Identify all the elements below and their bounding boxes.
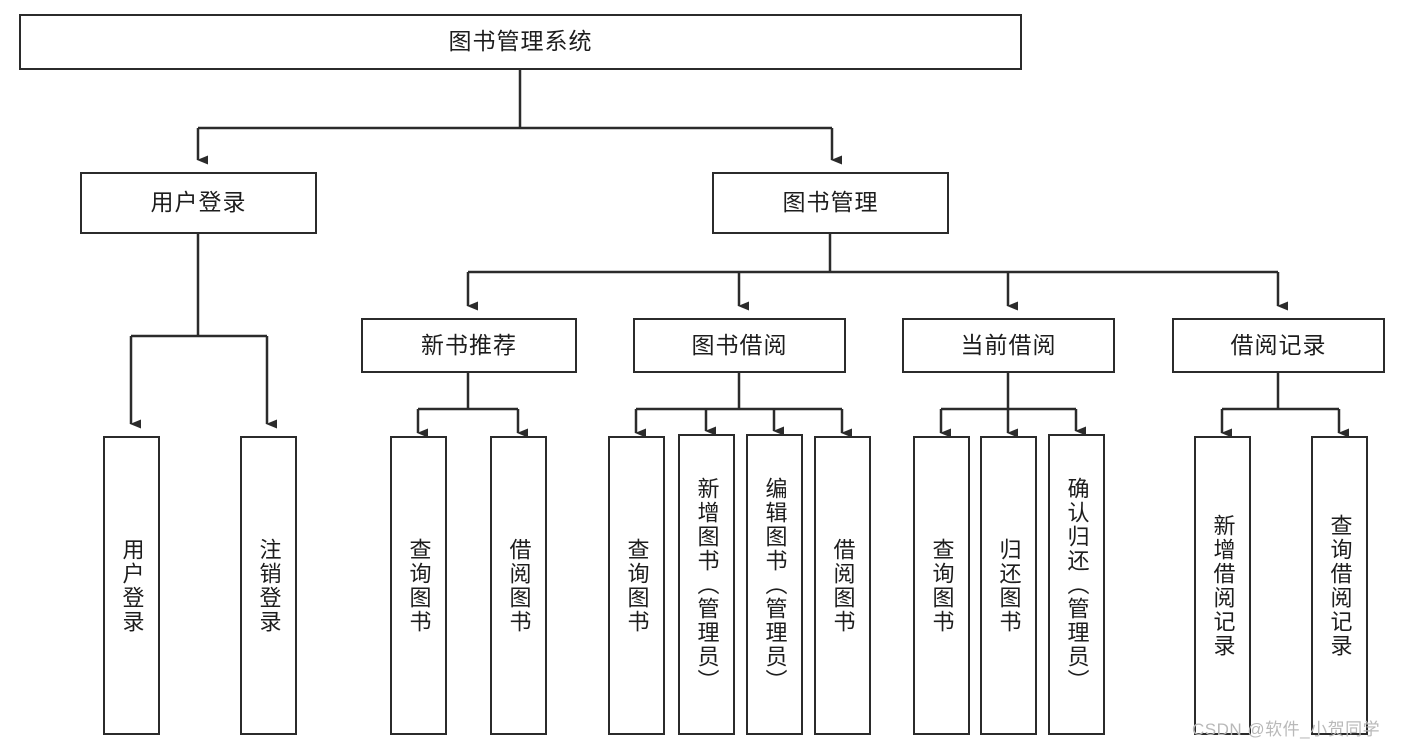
- node-label: 用户登录: [150, 189, 247, 216]
- node-label: 注销登录: [256, 537, 282, 634]
- node-label: 确认归还（管理员）: [1064, 476, 1090, 693]
- node-label: 归还图书: [996, 537, 1022, 634]
- node-label: 借阅记录: [1230, 331, 1327, 358]
- leaf-current-confirm-return-admin[interactable]: 确认归还（管理员）: [1048, 434, 1105, 735]
- node-label: 当前借阅: [960, 331, 1057, 358]
- node-label: 编辑图书（管理员）: [762, 476, 788, 693]
- node-book-management[interactable]: 图书管理: [712, 172, 949, 234]
- csdn-watermark: CSDN @软件_小贺同学: [1192, 720, 1381, 739]
- node-label: 查询图书: [929, 537, 955, 634]
- node-label: 新书推荐: [421, 331, 517, 358]
- node-label: 图书管理系统: [448, 28, 593, 55]
- leaf-new-book-query[interactable]: 查询图书: [390, 436, 447, 735]
- node-label: 新增图书（管理员）: [694, 476, 720, 693]
- node-label: 借阅图书: [506, 537, 532, 634]
- node-label: 借阅图书: [830, 537, 856, 634]
- leaf-borrow-query-book[interactable]: 查询图书: [608, 436, 665, 735]
- node-label: 查询图书: [406, 537, 432, 634]
- node-current-borrow[interactable]: 当前借阅: [902, 318, 1115, 373]
- node-root-system[interactable]: 图书管理系统: [19, 14, 1022, 70]
- leaf-user-login-logout[interactable]: 注销登录: [240, 436, 297, 735]
- node-label: 查询借阅记录: [1327, 513, 1353, 658]
- node-label: 图书借阅: [691, 331, 788, 358]
- node-label: 查询图书: [624, 537, 650, 634]
- leaf-current-return-book[interactable]: 归还图书: [980, 436, 1037, 735]
- node-borrow-record[interactable]: 借阅记录: [1172, 318, 1385, 373]
- node-book-borrow[interactable]: 图书借阅: [633, 318, 846, 373]
- leaf-borrow-borrow-book[interactable]: 借阅图书: [814, 436, 871, 735]
- node-user-login[interactable]: 用户登录: [80, 172, 317, 234]
- leaf-user-login-login[interactable]: 用户登录: [103, 436, 160, 735]
- node-label: 新增借阅记录: [1210, 513, 1236, 658]
- leaf-borrow-add-book-admin[interactable]: 新增图书（管理员）: [678, 434, 735, 735]
- leaf-record-query-record[interactable]: 查询借阅记录: [1311, 436, 1368, 735]
- leaf-borrow-edit-book-admin[interactable]: 编辑图书（管理员）: [746, 434, 803, 735]
- node-label: 用户登录: [119, 537, 145, 634]
- leaf-current-query-book[interactable]: 查询图书: [913, 436, 970, 735]
- node-label: 图书管理: [782, 189, 879, 216]
- leaf-new-book-borrow[interactable]: 借阅图书: [490, 436, 547, 735]
- node-new-book-recommend[interactable]: 新书推荐: [361, 318, 577, 373]
- leaf-record-add-record[interactable]: 新增借阅记录: [1194, 436, 1251, 735]
